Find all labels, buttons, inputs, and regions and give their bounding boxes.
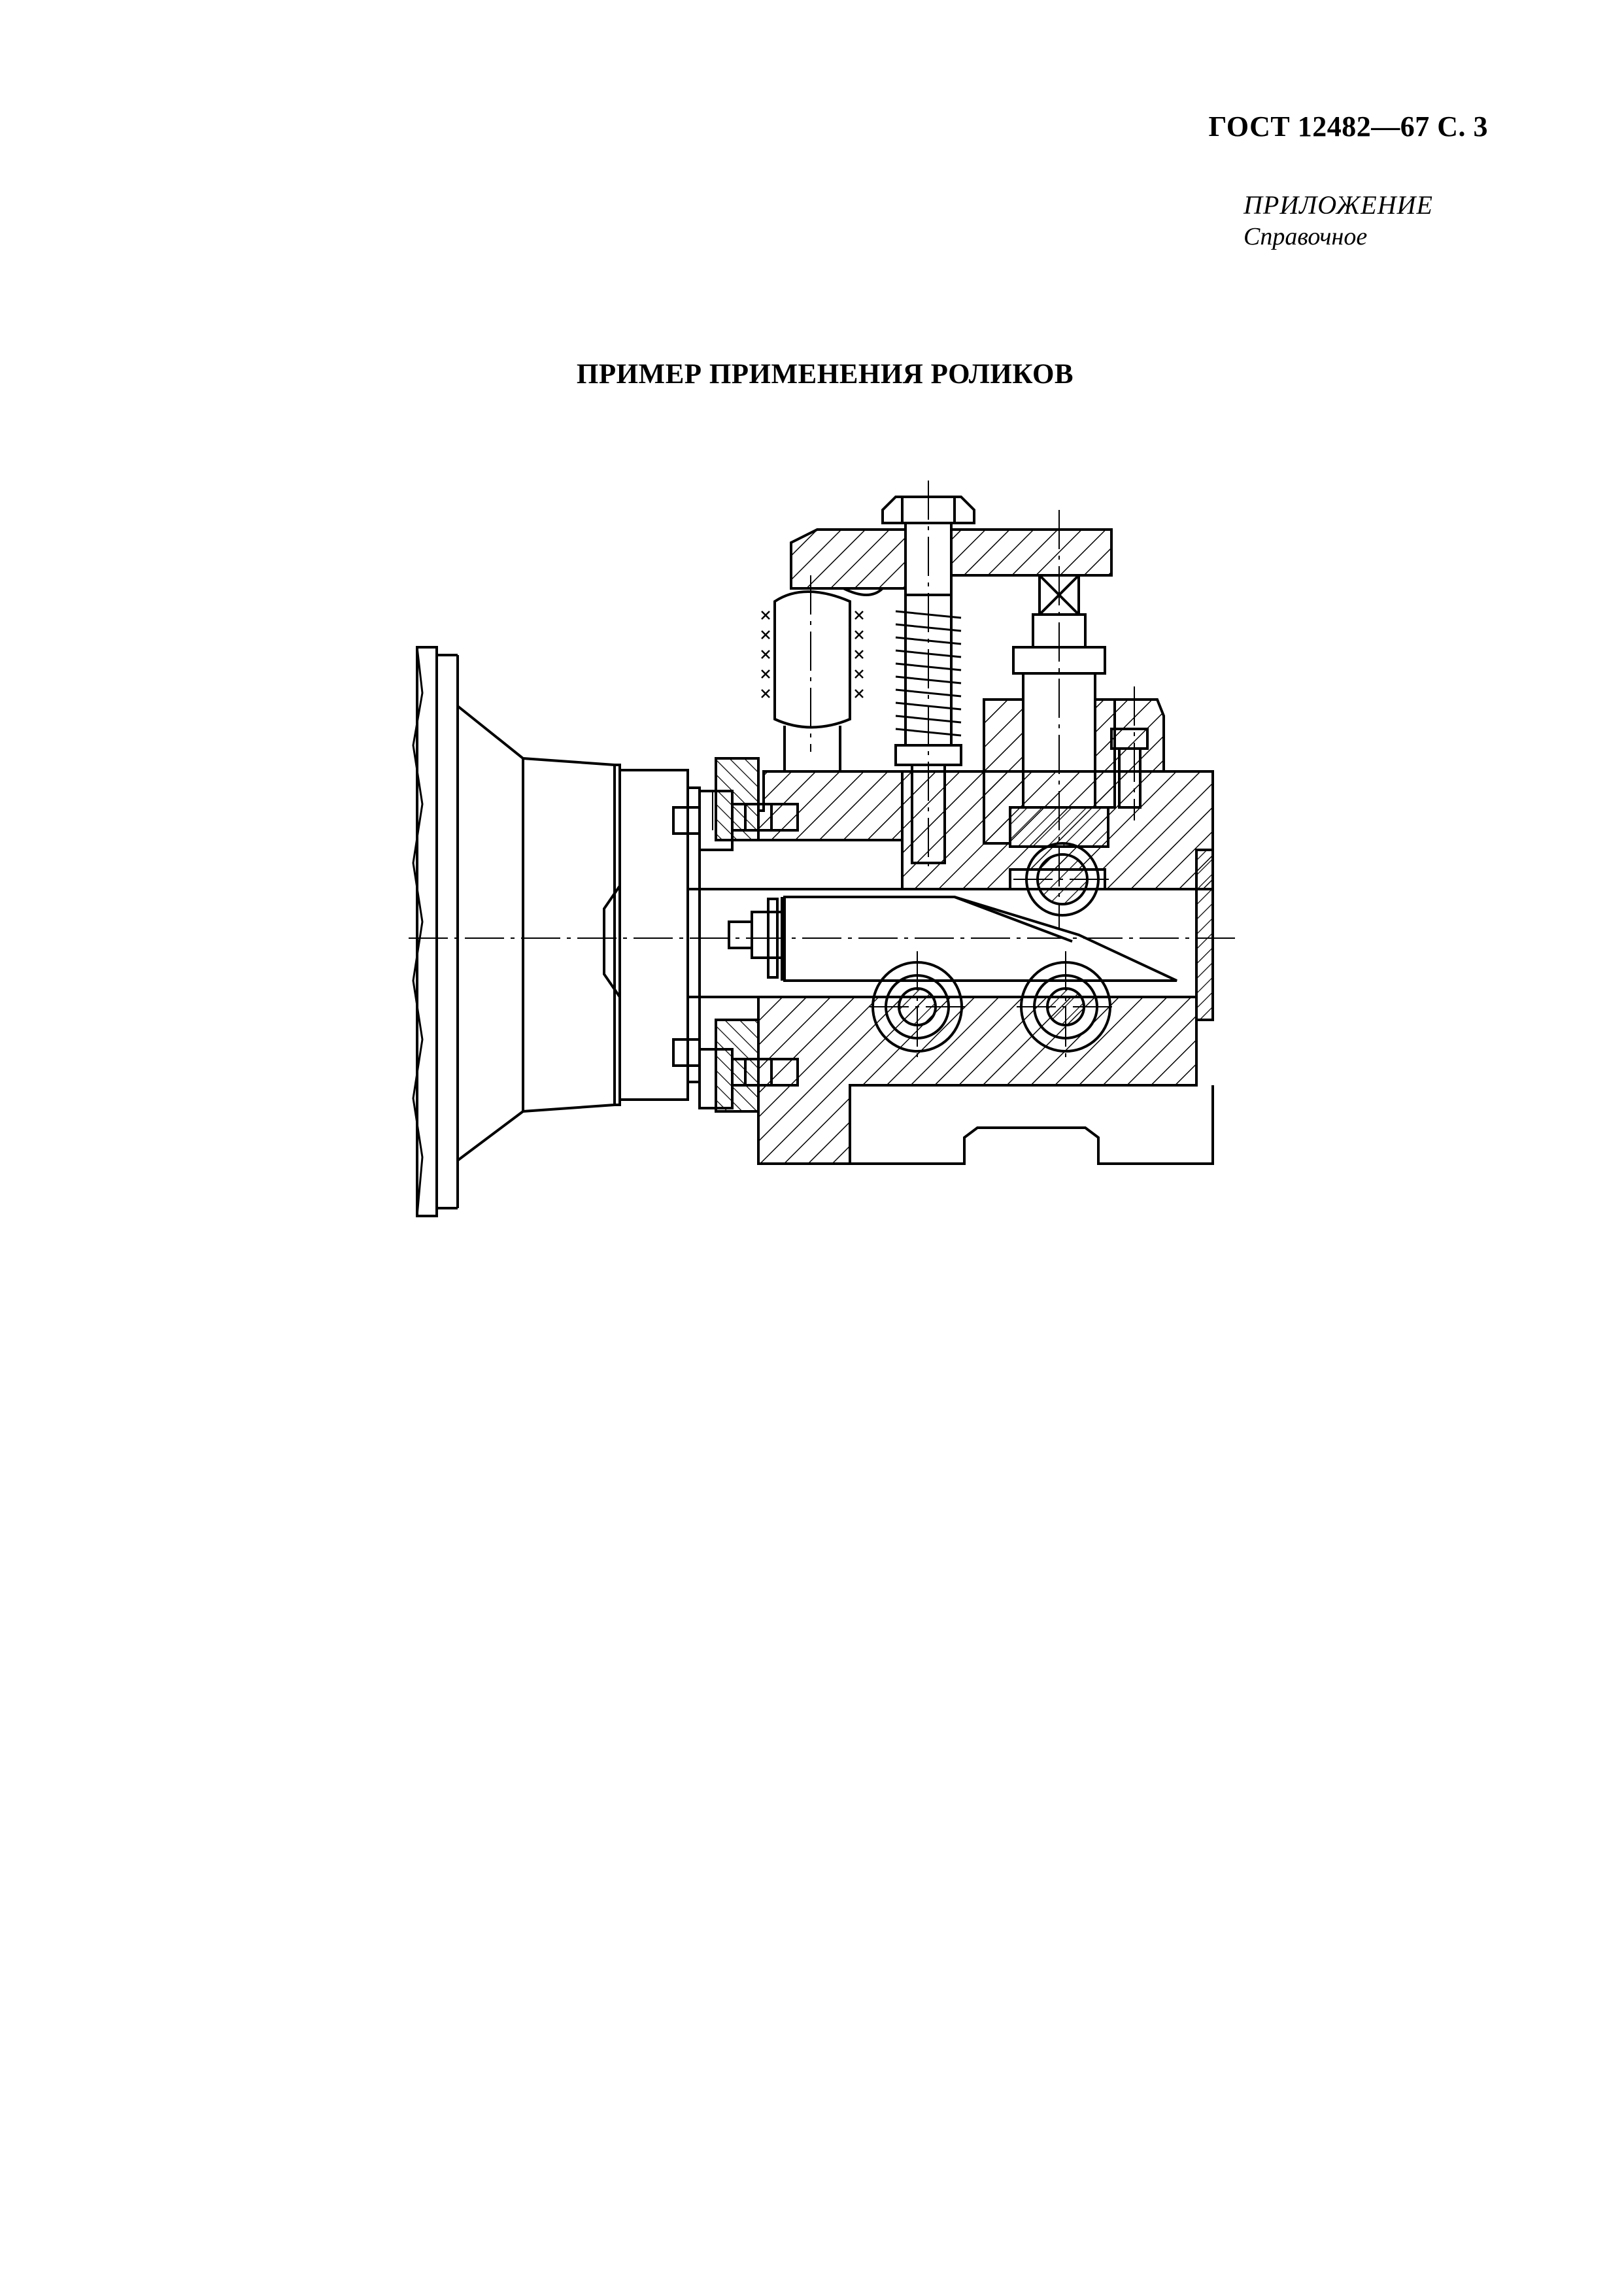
- guide-post: [761, 590, 864, 771]
- technical-drawing: [409, 481, 1236, 1217]
- housing: [715, 757, 1214, 1165]
- page-title: ПРИМЕР ПРИМЕНЕНИЯ РОЛИКОВ: [576, 359, 1074, 390]
- spindle-flange: [412, 646, 701, 1217]
- center-lines: [409, 481, 1236, 1062]
- appendix-type: Справочное: [1243, 223, 1368, 250]
- appendix-block: ПРИЛОЖЕНИЕ Справочное: [1243, 190, 1433, 252]
- appendix-label: ПРИЛОЖЕНИЕ: [1243, 190, 1433, 220]
- standard-code: ГОСТ 12482—67 С. 3: [1208, 110, 1488, 143]
- clamp-bolts: [672, 790, 799, 1109]
- lever-arm: [790, 496, 1113, 596]
- tool-wedge: [688, 888, 1196, 998]
